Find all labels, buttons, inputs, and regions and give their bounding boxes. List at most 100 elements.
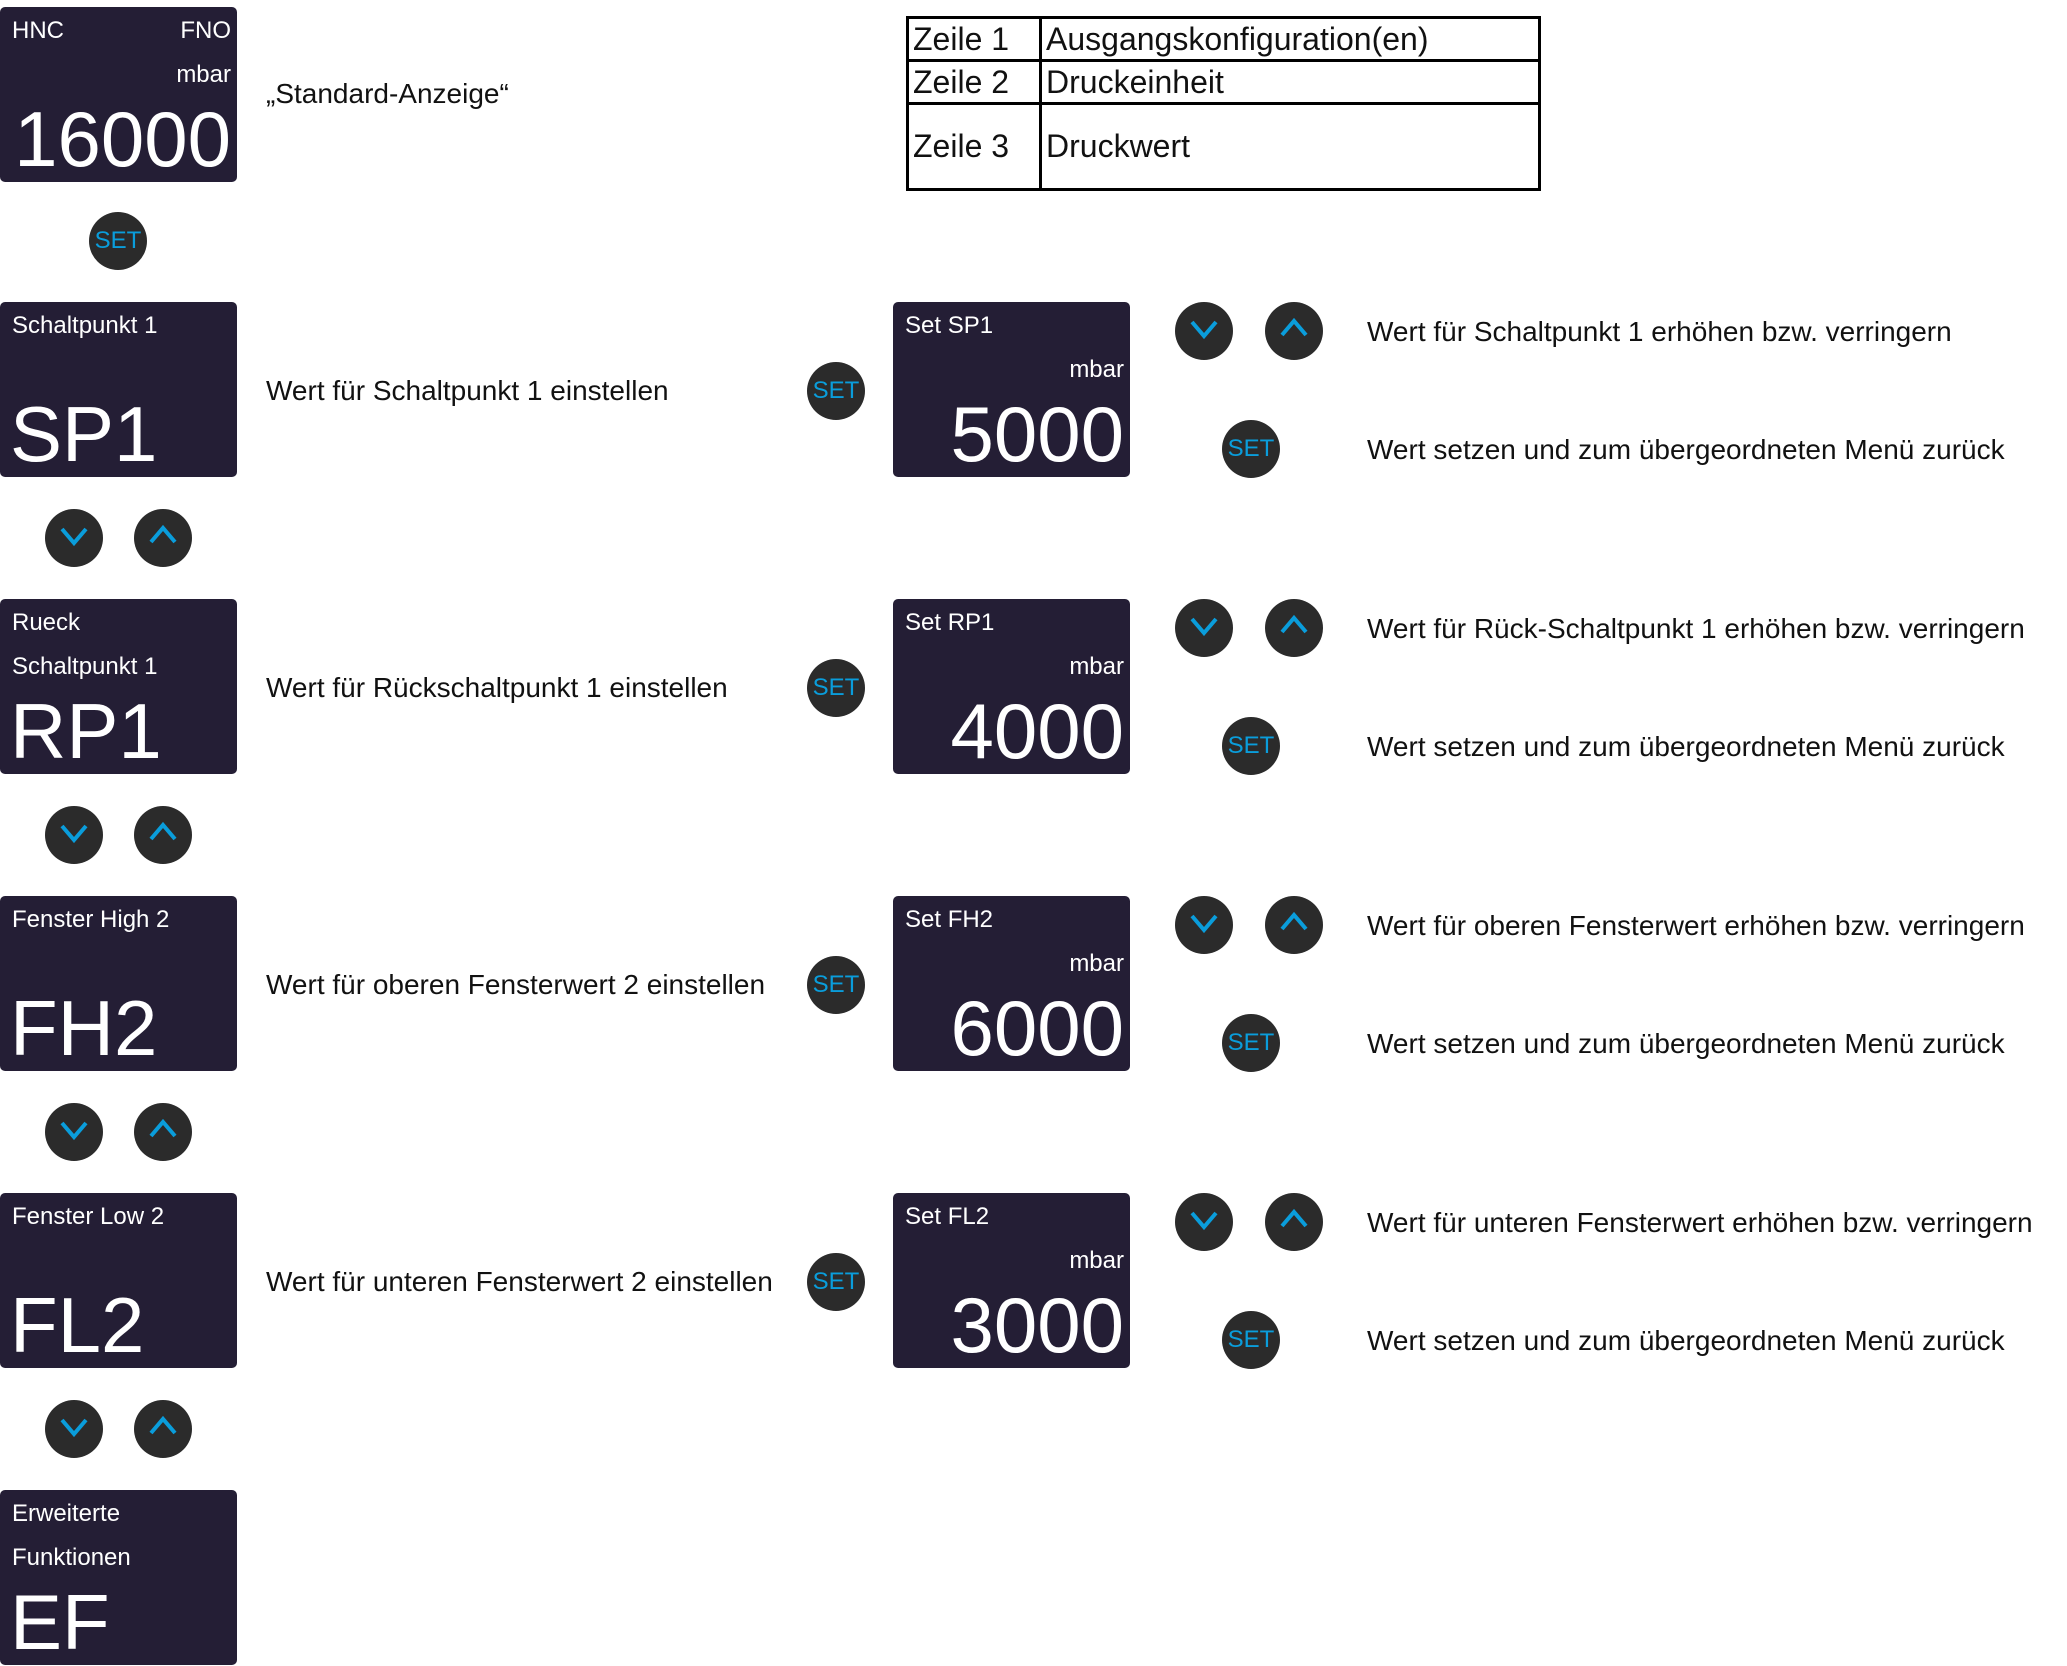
set-value: 3000 [950,1281,1124,1369]
set-title: Set RP1 [905,609,995,636]
menu-code: EF [10,1578,110,1666]
confirm-description: Wert setzen und zum übergeordneten Menü … [1367,1028,2005,1059]
display-line1: Fenster Low 2 [12,1203,165,1230]
down-button[interactable] [45,509,103,567]
extended-functions-display: Erweiterte Funktionen EF [0,1490,237,1665]
down-button[interactable] [1175,1193,1233,1251]
chevron-up-icon [1277,905,1311,946]
set-value: 4000 [950,687,1124,775]
menu-description: Wert für Rückschaltpunkt 1 einstellen [266,672,728,703]
confirm-description: Wert setzen und zum übergeordneten Menü … [1367,731,2005,762]
set-button[interactable]: SET [807,1253,865,1311]
legend-value: Ausgangskonfiguration(en) [1039,16,1541,62]
chevron-down-icon [57,518,91,559]
display-line1: Erweiterte [12,1500,121,1527]
legend-value: Druckwert [1039,102,1541,191]
output-config-right: FNO [180,17,231,44]
set-button[interactable]: SET [807,362,865,420]
chevron-up-icon [1277,608,1311,649]
chevron-down-icon [1187,608,1221,649]
display-line2: Schaltpunkt 1 [12,653,158,680]
down-button[interactable] [1175,302,1233,360]
adjust-description: Wert für Rück-Schaltpunkt 1 erhöhen bzw.… [1367,613,2025,644]
value-display: Set FH2 mbar 6000 [893,896,1130,1071]
legend-value: Druckeinheit [1039,59,1541,105]
set-value: 6000 [950,984,1124,1072]
up-button[interactable] [134,806,192,864]
set-title: Set SP1 [905,312,994,339]
chevron-up-icon [1277,1202,1311,1243]
adjust-description: Wert für oberen Fensterwert erhöhen bzw.… [1367,910,2025,941]
up-button[interactable] [134,1103,192,1161]
menu-description: Wert für Schaltpunkt 1 einstellen [266,375,669,406]
menu-code: RP1 [10,687,162,775]
set-button[interactable]: SET [89,212,147,270]
up-button[interactable] [134,1400,192,1458]
adjust-description: Wert für unteren Fensterwert erhöhen bzw… [1367,1207,2033,1238]
up-button[interactable] [1265,302,1323,360]
chevron-down-icon [57,1409,91,1450]
adjust-description: Wert für Schaltpunkt 1 erhöhen bzw. verr… [1367,316,1952,347]
menu-code: SP1 [10,390,158,478]
standard-display: HNC FNO mbar 16000 [0,7,237,182]
pressure-unit: mbar [1069,356,1124,383]
chevron-up-icon [146,1112,180,1153]
chevron-down-icon [57,815,91,856]
set-value: 5000 [950,390,1124,478]
menu-display: Rueck Schaltpunkt 1 RP1 [0,599,237,774]
chevron-up-icon [146,1409,180,1450]
set-button[interactable]: SET [1222,717,1280,775]
display-line1: Fenster High 2 [12,906,170,933]
up-button[interactable] [1265,1193,1323,1251]
set-button[interactable]: SET [1222,420,1280,478]
output-config-left: HNC [12,17,64,44]
down-button[interactable] [45,1103,103,1161]
set-title: Set FL2 [905,1203,990,1230]
pressure-unit: mbar [176,61,231,88]
up-button[interactable] [1265,599,1323,657]
legend-key: Zeile 2 [906,59,1042,105]
legend-key: Zeile 3 [906,102,1042,191]
chevron-down-icon [1187,905,1221,946]
menu-code: FH2 [10,984,158,1072]
menu-code: FL2 [10,1281,145,1369]
set-button[interactable]: SET [1222,1311,1280,1369]
menu-display: Fenster Low 2 FL2 [0,1193,237,1368]
confirm-description: Wert setzen und zum übergeordneten Menü … [1367,1325,2005,1356]
up-button[interactable] [134,509,192,567]
value-display: Set RP1 mbar 4000 [893,599,1130,774]
menu-display: Schaltpunkt 1 SP1 [0,302,237,477]
value-display: Set FL2 mbar 3000 [893,1193,1130,1368]
down-button[interactable] [1175,896,1233,954]
menu-description: Wert für unteren Fensterwert 2 einstelle… [266,1266,773,1297]
set-button[interactable]: SET [1222,1014,1280,1072]
chevron-down-icon [1187,1202,1221,1243]
value-display: Set SP1 mbar 5000 [893,302,1130,477]
down-button[interactable] [45,1400,103,1458]
set-title: Set FH2 [905,906,994,933]
confirm-description: Wert setzen und zum übergeordneten Menü … [1367,434,2005,465]
set-button[interactable]: SET [807,659,865,717]
set-button[interactable]: SET [807,956,865,1014]
pressure-unit: mbar [1069,1247,1124,1274]
up-button[interactable] [1265,896,1323,954]
menu-description: Wert für oberen Fensterwert 2 einstellen [266,969,766,1000]
standard-caption: „Standard-Anzeige“ [266,78,509,109]
display-line1: Rueck [12,609,81,636]
down-button[interactable] [45,806,103,864]
pressure-value: 16000 [14,95,231,183]
chevron-up-icon [1277,311,1311,352]
chevron-up-icon [146,815,180,856]
display-line2: Funktionen [12,1544,131,1571]
menu-display: Fenster High 2 FH2 [0,896,237,1071]
chevron-down-icon [1187,311,1221,352]
down-button[interactable] [1175,599,1233,657]
display-line1: Schaltpunkt 1 [12,312,158,339]
chevron-down-icon [57,1112,91,1153]
pressure-unit: mbar [1069,653,1124,680]
legend-key: Zeile 1 [906,16,1042,62]
